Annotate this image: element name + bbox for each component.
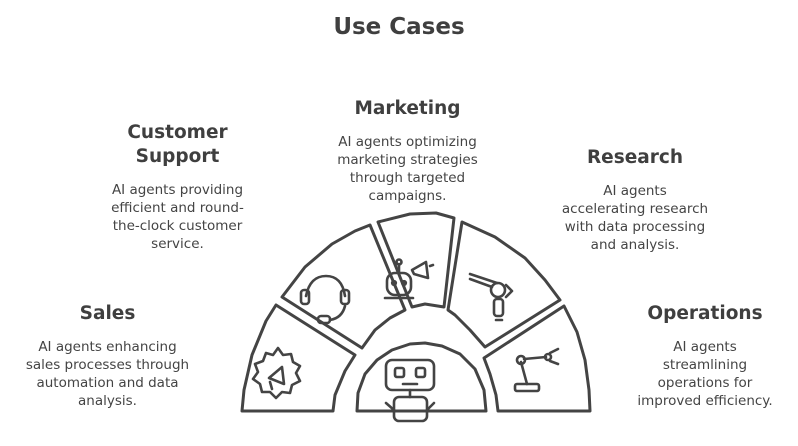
robotic-arm-icon	[468, 272, 514, 322]
use-case-description: AI agents streamlining operations for im…	[637, 339, 773, 409]
use-case-research: Research AI agents accelerating research…	[535, 146, 735, 254]
use-case-heading: Customer Support	[127, 122, 228, 167]
industrial-robot-arm-icon	[513, 347, 560, 393]
use-case-marketing: Marketing AI agents optimizing marketing…	[305, 97, 510, 205]
use-case-heading: Research	[586, 147, 684, 168]
diagram-title: Use Cases	[333, 14, 465, 40]
headset-icon	[299, 274, 351, 325]
use-case-operations: Operations AI agents streamlining operat…	[612, 302, 798, 410]
use-case-sales: Sales AI agents enhancing sales processe…	[5, 302, 210, 410]
use-case-description: AI agents providing efficient and round-…	[111, 182, 244, 252]
robot-megaphone-icon	[383, 258, 435, 300]
segment-marketing	[376, 211, 456, 309]
robot-icon	[384, 358, 436, 423]
use-case-heading: Sales	[79, 303, 136, 324]
use-case-description: AI agents accelerating research with dat…	[561, 183, 709, 253]
megaphone-gear-icon	[251, 346, 302, 400]
use-case-description: AI agents enhancing sales processes thro…	[25, 339, 190, 409]
use-case-heading: Operations	[647, 303, 763, 324]
use-case-customer-support: Customer Support AI agents providing eff…	[80, 121, 275, 253]
use-case-description: AI agents optimizing marketing strategie…	[337, 134, 478, 204]
use-case-heading: Marketing	[354, 98, 461, 119]
